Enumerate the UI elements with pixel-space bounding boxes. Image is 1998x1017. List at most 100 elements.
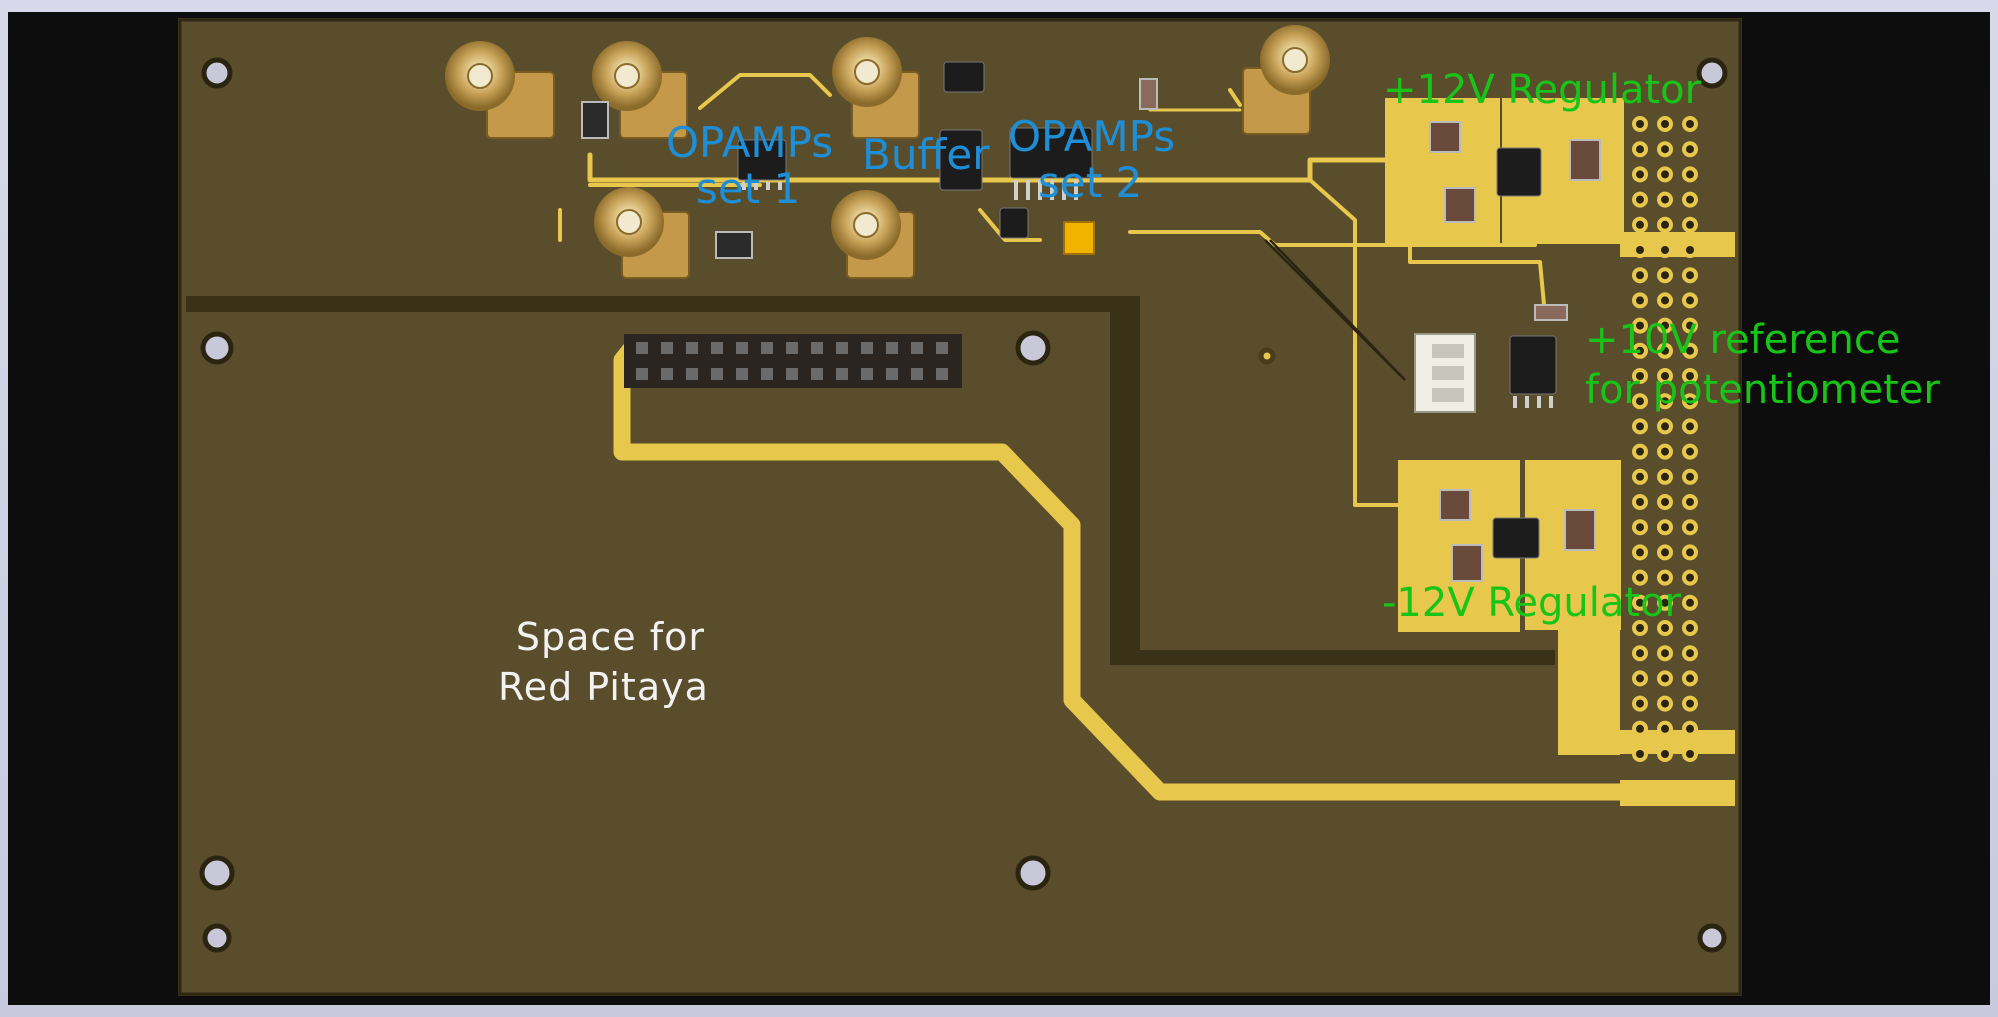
header-pin bbox=[661, 368, 673, 380]
header-pad-hole bbox=[1636, 472, 1644, 481]
ics bbox=[737, 61, 1557, 559]
header-pad-hole bbox=[1686, 649, 1694, 658]
header-pin bbox=[836, 342, 848, 354]
header-pad-hole bbox=[1636, 170, 1644, 179]
header-pad-hole bbox=[1661, 120, 1669, 128]
header-pad-hole bbox=[1686, 346, 1694, 355]
label-red-pitaya-space-line2: Red Pitaya bbox=[498, 665, 709, 709]
header-pad-hole bbox=[1636, 699, 1644, 708]
header-pad-hole bbox=[1636, 397, 1644, 406]
header-pin bbox=[686, 342, 698, 354]
header-pad-hole bbox=[1636, 573, 1644, 582]
header-pad-hole bbox=[1636, 422, 1644, 431]
header-pad-hole bbox=[1661, 296, 1669, 305]
header-pad-hole bbox=[1661, 346, 1669, 355]
header-pad-hole bbox=[1686, 246, 1694, 254]
header-pad-hole bbox=[1686, 724, 1694, 733]
mounting-holes bbox=[199, 57, 1728, 953]
potentiometer-connector bbox=[1414, 333, 1476, 413]
label-opamps-set1-line2: set 1 bbox=[696, 164, 801, 213]
header-pin bbox=[811, 342, 823, 354]
header-pin bbox=[836, 368, 848, 380]
label-minus-12v-regulator: -12V Regulator bbox=[1382, 580, 1681, 626]
header-pin bbox=[761, 342, 773, 354]
header-pad-hole bbox=[1636, 246, 1644, 254]
label-10v-reference-line1: +10V reference bbox=[1585, 317, 1901, 363]
passives bbox=[581, 78, 1601, 582]
header-pad-hole bbox=[1661, 573, 1669, 582]
label-opamps-set2: OPAMPs set 2 bbox=[1008, 116, 1175, 204]
header-pad-hole bbox=[1686, 271, 1694, 280]
label-10v-reference-line2: for potentiometer bbox=[1585, 367, 1940, 413]
header-pad-hole bbox=[1686, 447, 1694, 456]
header-pad-hole bbox=[1636, 220, 1644, 229]
header-pad-hole bbox=[1636, 271, 1644, 280]
header-pad-hole bbox=[1686, 498, 1694, 506]
header-pin bbox=[861, 368, 873, 380]
label-opamps-set2-line2: set 2 bbox=[1038, 158, 1143, 207]
header-pad-hole bbox=[1636, 724, 1644, 733]
ic-pins bbox=[742, 180, 1553, 408]
header-pad-hole bbox=[1636, 296, 1644, 305]
header-pad-hole bbox=[1661, 472, 1669, 481]
header-pad-hole bbox=[1661, 220, 1669, 229]
header-pad-hole bbox=[1636, 372, 1644, 380]
header-pad-hole bbox=[1686, 750, 1694, 758]
header-pad-hole bbox=[1636, 750, 1644, 758]
header-pad-hole bbox=[1661, 649, 1669, 658]
header-pad-hole bbox=[1661, 498, 1669, 506]
header-pad-hole bbox=[1661, 170, 1669, 179]
header-pad-hole bbox=[1686, 296, 1694, 305]
sma-connectors bbox=[445, 25, 1330, 279]
label-12v-regulator: +12V Regulator bbox=[1383, 67, 1702, 113]
header-pin bbox=[686, 368, 698, 380]
header-pad-hole bbox=[1661, 523, 1669, 532]
label-red-pitaya-space-line1: Space for bbox=[515, 615, 705, 659]
header-pad-hole bbox=[1661, 372, 1669, 380]
header-pin bbox=[636, 368, 648, 380]
header-pad-hole bbox=[1661, 598, 1669, 607]
header-pin bbox=[936, 342, 948, 354]
header-pin bbox=[886, 342, 898, 354]
header-pad-hole bbox=[1686, 598, 1694, 607]
header-pad-hole bbox=[1686, 145, 1694, 154]
header-pad-hole bbox=[1686, 170, 1694, 179]
label-opamps-set1: OPAMPs set 1 bbox=[666, 122, 833, 210]
header-pad-hole bbox=[1661, 397, 1669, 406]
header-pad-hole bbox=[1686, 220, 1694, 229]
header-pad-hole bbox=[1686, 397, 1694, 406]
header-pad-hole bbox=[1636, 321, 1644, 330]
header-pad-hole bbox=[1636, 195, 1644, 204]
header-pin bbox=[736, 368, 748, 380]
header-pad-hole bbox=[1686, 523, 1694, 532]
header-pin bbox=[861, 342, 873, 354]
header-pad-hole bbox=[1686, 372, 1694, 380]
header-pad-hole bbox=[1636, 498, 1644, 506]
header-pad-hole bbox=[1686, 472, 1694, 481]
tantalum-cap bbox=[1063, 221, 1095, 255]
header-pad-hole bbox=[1661, 750, 1669, 758]
header-pad-hole bbox=[1686, 624, 1694, 632]
copper-traces bbox=[558, 73, 1629, 801]
header-pad-hole bbox=[1686, 195, 1694, 204]
header-pad-hole bbox=[1636, 523, 1644, 532]
header-pad-hole bbox=[1661, 145, 1669, 154]
header-pad-hole bbox=[1636, 120, 1644, 128]
header-pin bbox=[711, 368, 723, 380]
header-pad-hole bbox=[1661, 246, 1669, 254]
header-pad-hole bbox=[1636, 624, 1644, 632]
regulator-pours bbox=[1385, 98, 1735, 806]
header-pin bbox=[886, 368, 898, 380]
header-pin bbox=[636, 342, 648, 354]
header-pad-hole bbox=[1661, 271, 1669, 280]
header-pin bbox=[911, 368, 923, 380]
red-pitaya-header-pins bbox=[636, 342, 948, 380]
header-pin bbox=[761, 368, 773, 380]
header-pad-hole bbox=[1636, 649, 1644, 658]
label-10v-reference: +10V reference for potentiometer bbox=[1585, 320, 1940, 410]
header-pin bbox=[786, 342, 798, 354]
header-pad-hole bbox=[1661, 195, 1669, 204]
header-pad-hole bbox=[1636, 145, 1644, 154]
label-opamps-set2-line1: OPAMPs bbox=[1008, 112, 1176, 161]
